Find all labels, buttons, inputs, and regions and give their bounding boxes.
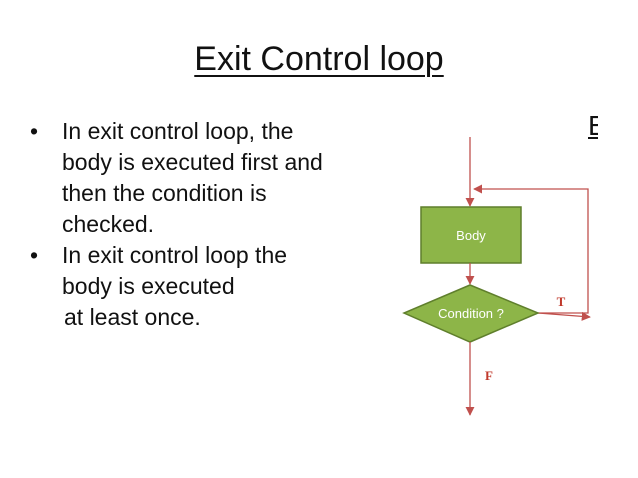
bullet-marker: •: [30, 118, 39, 144]
bullet-marker: •: [30, 242, 39, 268]
bullet-continuation: at least once.: [64, 304, 201, 330]
false-label: F: [485, 368, 493, 383]
bullet-line: In exit control loop the: [62, 242, 288, 268]
bullet-item-1: • In exit control loop, the body is exec…: [30, 116, 380, 240]
slide-title: Exit Control loop: [194, 40, 444, 78]
bullet-line: then the condition is: [62, 180, 267, 206]
loop-back-arrow: [473, 184, 589, 314]
true-label: T: [557, 294, 566, 309]
bullet-line: In exit control loop, the: [62, 118, 294, 144]
body-label: Body: [456, 228, 486, 243]
bullet-list: • In exit control loop, the body is exec…: [30, 116, 380, 333]
bullet-line: body is executed: [62, 273, 235, 299]
bullet-line: body is executed first and: [62, 149, 323, 175]
bullet-line: checked.: [62, 211, 155, 237]
true-branch-arrow: [537, 311, 591, 321]
body-box: [420, 206, 522, 264]
clipped-heading-letter: E: [588, 110, 598, 141]
bullet-item-2: • In exit control loop the body is execu…: [30, 240, 380, 302]
condition-label: Condition ?: [438, 306, 504, 321]
